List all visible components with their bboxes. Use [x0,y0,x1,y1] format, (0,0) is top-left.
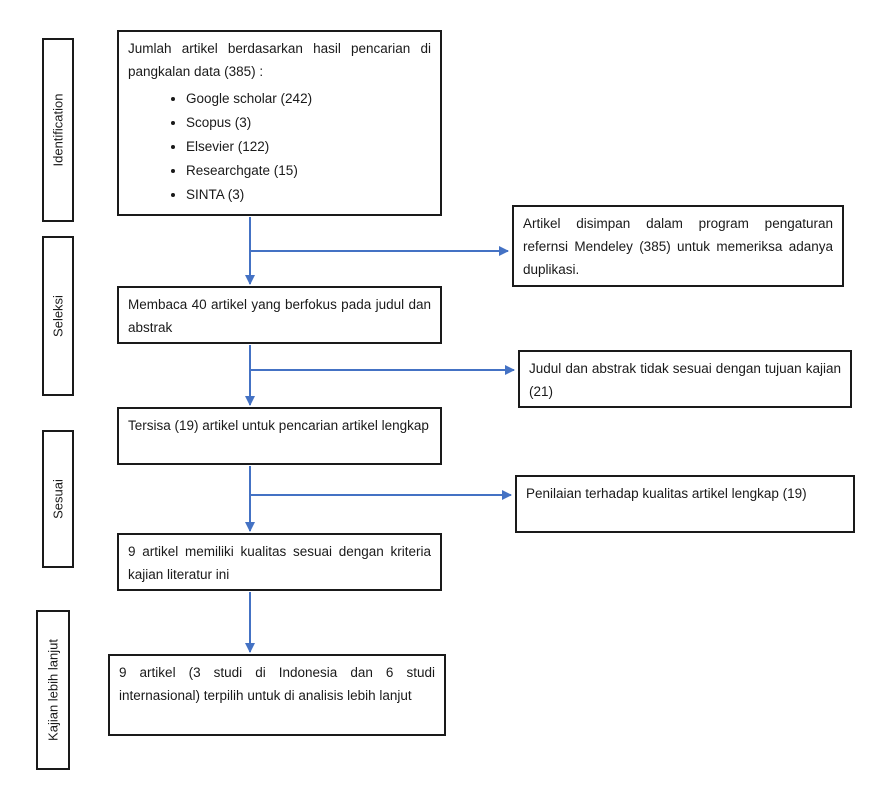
dedup-box: Artikel disimpan dalam program pengatura… [512,205,844,287]
eligible-box: 9 artikel memiliki kualitas sesuai denga… [117,533,442,591]
source-item: Scopus (3) [186,111,431,135]
stage-sesuai: Sesuai [42,430,74,568]
stage-identification: Identification [42,38,74,222]
final-text: 9 artikel (3 studi di Indonesia dan 6 st… [119,665,435,703]
eligible-text: 9 artikel memiliki kualitas sesuai denga… [128,544,431,582]
source-item: Google scholar (242) [186,87,431,111]
identification-text: Jumlah artikel berdasarkan hasil pencari… [128,41,431,79]
excluded-box: Judul dan abstrak tidak sesuai dengan tu… [518,350,852,408]
screening-box: Membaca 40 artikel yang berfokus pada ju… [117,286,442,344]
source-item: Researchgate (15) [186,159,431,183]
screening-text: Membaca 40 artikel yang berfokus pada ju… [128,297,431,335]
remaining-box: Tersisa (19) artikel untuk pencarian art… [117,407,442,465]
dedup-text: Artikel disimpan dalam program pengatura… [523,216,833,277]
final-box: 9 artikel (3 studi di Indonesia dan 6 st… [108,654,446,736]
assessment-box: Penilaian terhadap kualitas artikel leng… [515,475,855,533]
stage-kajian-lebih-lanjut: Kajian lebih lanjut [36,610,70,770]
excluded-text: Judul dan abstrak tidak sesuai dengan tu… [529,361,841,399]
assessment-text: Penilaian terhadap kualitas artikel leng… [526,486,807,501]
remaining-text: Tersisa (19) artikel untuk pencarian art… [128,418,429,433]
source-item: SINTA (3) [186,183,431,207]
identification-box: Jumlah artikel berdasarkan hasil pencari… [117,30,442,216]
source-item: Elsevier (122) [186,135,431,159]
database-source-list: Google scholar (242) Scopus (3) Elsevier… [128,87,431,207]
stage-seleksi: Seleksi [42,236,74,396]
